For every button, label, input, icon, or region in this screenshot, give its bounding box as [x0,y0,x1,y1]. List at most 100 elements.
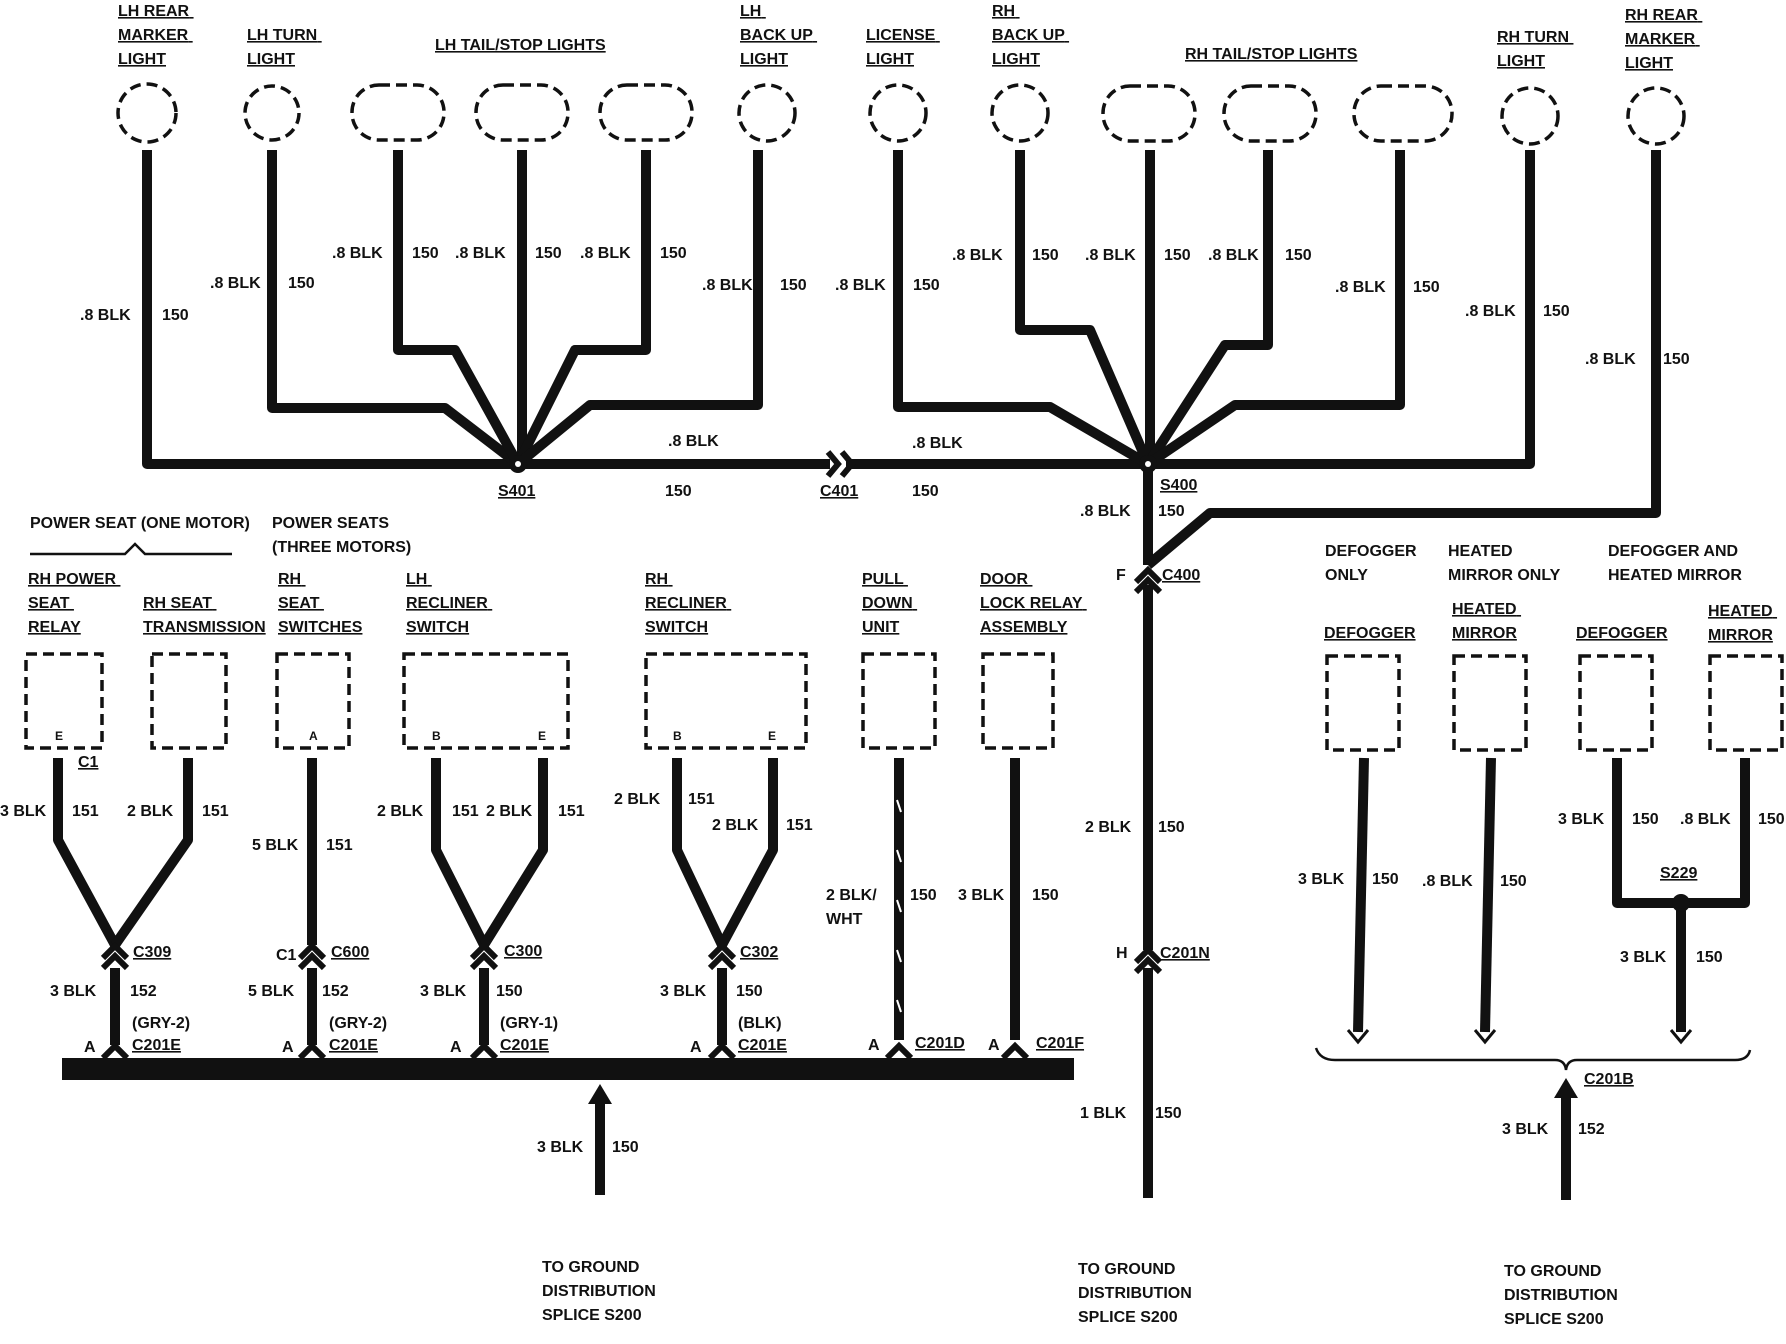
heated-mirror-a-term [1473,1029,1497,1045]
c201e-connector-3 [469,1041,499,1061]
c400-connector-symbol [1133,565,1163,595]
trunk-upper-color: .8 BLK [1080,503,1131,520]
wire-label-lh-backup-circuit: 150 [780,277,807,294]
defogger-and-mirror-label: DEFOGGER AND HEATED MIRROR [1608,543,1743,584]
wire-label-rh-rear-marker-color: .8 BLK [1585,351,1636,368]
wire-label-lh-turn-circuit: 150 [288,275,315,292]
switches-wire-color: 5 BLK [252,837,299,854]
c309-lower-circuit: 152 [130,983,157,1000]
wire-label-lh-tail-2-color: .8 BLK [455,245,506,262]
door-lock-relay-box [981,652,1055,750]
power-seat-one-motor-label: POWER SEAT (ONE MOTOR) [30,515,250,532]
rh-recliner-b-circuit: 151 [688,791,715,808]
defogger-a-box [1325,654,1401,752]
transmission-wire-color: 2 BLK [127,803,174,820]
c400-pin-f: F [1116,567,1126,584]
lh-recliner-pin-b: B [432,729,441,743]
wire-heated-mirror-a [1480,757,1496,1033]
wire-rh-rear-marker [1144,150,1661,569]
lh-rear-marker-lamp [116,82,178,144]
wire-label-lh-rear-marker-circuit: 150 [162,307,189,324]
defogger-a-wire-color: 3 BLK [1298,871,1345,888]
c201n-connector-symbol [1133,945,1163,975]
s400-splice-center [1145,461,1151,467]
c201e-4-label: C201E [738,1037,787,1054]
c300-connector-symbol [469,941,499,971]
c201e-connector-1 [100,1041,130,1061]
c600-lower-circuit: 152 [322,983,349,1000]
lh-recliner-pin-e: E [538,729,546,743]
c201b-label: C201B [1584,1071,1634,1088]
wire-label-lh-backup-color: .8 BLK [702,277,753,294]
rh-power-seat-relay-box [24,652,104,750]
wire-rh-turn [1148,150,1535,469]
lh-tail-stop-label: LH TAIL/STOP LIGHTS [435,37,606,54]
lh-recliner-b-color: 2 BLK [377,803,424,820]
relay-wire-circuit: 151 [72,803,99,820]
s401-splice-center [515,461,521,467]
bus-right-circuit: 150 [912,483,939,500]
lh-backup-lamp [737,83,797,143]
trunk-lower-circuit: 150 [1155,1105,1182,1122]
defogger-b-wire-color: 3 BLK [1558,811,1605,828]
left-ground-arrow [588,1084,612,1104]
rh-recliner-switch-box [644,652,808,750]
wire-lh-recliner-e [479,758,548,948]
trunk-upper-circuit: 150 [1158,503,1185,520]
lh-recliner-switch-box [402,652,570,750]
c201e-2-pin-a: A [282,1039,294,1056]
switches-pin-a: A [309,729,318,743]
wire-label-rh-tail-1-color: .8 BLK [1085,247,1136,264]
wire-label-rh-backup-circuit: 150 [1032,247,1059,264]
wire-defogger-a [1353,757,1369,1033]
rear-lamps-group: LH REAR MARKER LIGHT LH TURN LIGHT LH TA… [116,3,1698,146]
wire-rh-recliner-b [672,758,727,948]
heated-mirror-b-wire-circuit: 150 [1758,811,1785,828]
lh-tail-lamp-1 [350,83,446,142]
wire-pull-down-stripe [896,799,902,1013]
heated-mirror-b-box [1708,654,1784,752]
lh-recliner-e-color: 2 BLK [486,803,533,820]
right-ground-color: 3 BLK [1502,1121,1549,1138]
defogger-b-wire-circuit: 150 [1632,811,1659,828]
rh-recliner-pin-e: E [768,729,776,743]
bus-left-color: .8 BLK [668,433,719,450]
defogger-mirror-section: DEFOGGER ONLY HEATED MIRROR ONLY DEFOGGE… [1298,543,1785,1328]
door-lock-relay-label: DOOR LOCK RELAY ASSEMBLY [980,571,1087,636]
lh-backup-label: LH BACK UP LIGHT [740,3,817,68]
wire-relay [53,758,120,948]
c201e-connector-4 [707,1041,737,1061]
wire-rh-tail-2 [1143,150,1273,467]
rh-turn-label: RH TURN LIGHT [1497,29,1573,70]
c201e-4-pin-a: A [690,1039,702,1056]
wire-license [893,150,1151,469]
wire-lh-rear-marker [142,150,518,469]
c400-label: C400 [1162,567,1200,584]
c302-connector-symbol [707,941,737,971]
heated-mirror-a-wire-circuit: 150 [1500,873,1527,890]
defogger-b-box [1578,654,1654,752]
rh-seat-switches-label: RH SEAT SWITCHES [278,571,363,636]
rh-backup-label: RH BACK UP LIGHT [992,3,1069,68]
wire-label-lh-tail-3-circuit: 150 [660,245,687,262]
c300-lower-circuit: 150 [496,983,523,1000]
defogger-a-wire-circuit: 150 [1372,871,1399,888]
rh-tail-lamp-2 [1222,84,1318,143]
one-motor-bracket [30,542,232,556]
right-ground-circuit: 152 [1578,1121,1605,1138]
lh-recliner-b-circuit: 151 [452,803,479,820]
pull-down-unit-box [861,652,937,750]
defogger-b-label: DEFOGGER [1576,625,1668,642]
trunk-mid-circuit: 150 [1158,819,1185,836]
pull-down-wire-circuit: 150 [910,887,937,904]
wire-label-rh-tail-3-color: .8 BLK [1335,279,1386,296]
wire-defogger-b [1612,758,1680,908]
c600-lower-color: 5 BLK [248,983,295,1000]
defogger-a-label: DEFOGGER [1324,625,1416,642]
c401-label: C401 [820,483,858,500]
c201f-connector [1000,1041,1030,1061]
c201b-brace [1314,1047,1752,1071]
rh-seat-switches-box [275,652,351,750]
c201e-1-pin-a: A [84,1039,96,1056]
s229-label: S229 [1660,865,1697,882]
